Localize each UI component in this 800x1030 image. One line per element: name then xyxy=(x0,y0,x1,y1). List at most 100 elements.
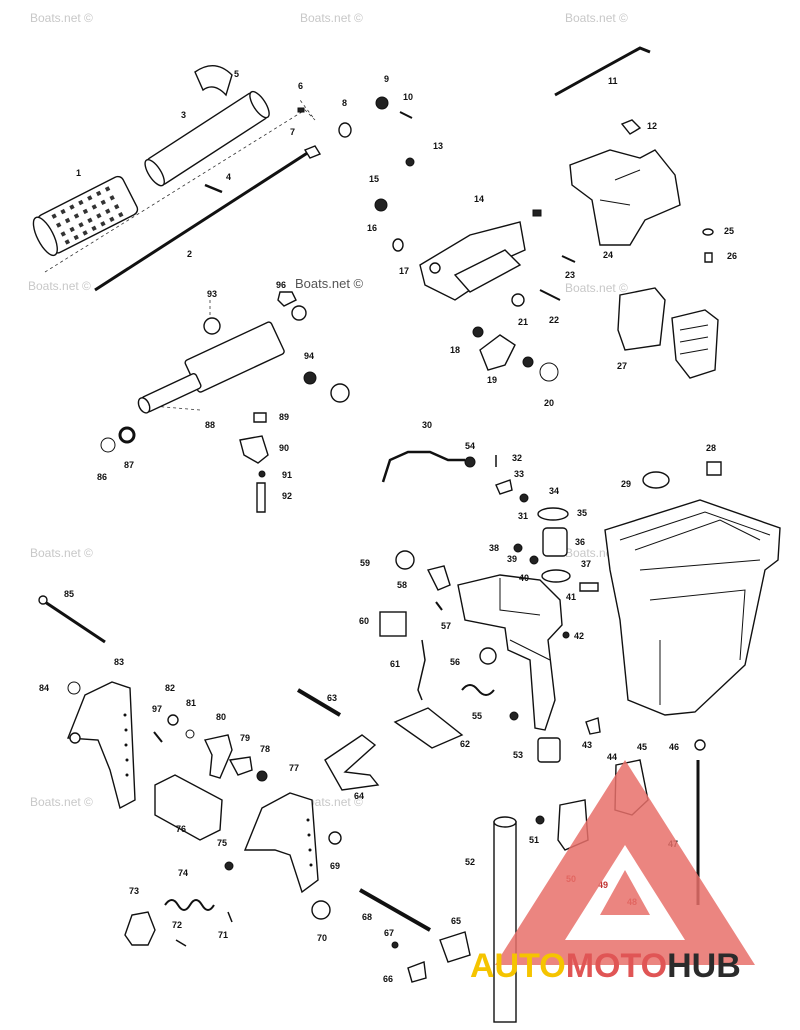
part-label: 36 xyxy=(575,537,585,547)
part-label: 94 xyxy=(304,351,314,361)
part-label: 88 xyxy=(205,420,215,430)
part-label: 70 xyxy=(317,933,327,943)
part-label: 34 xyxy=(549,486,559,496)
part-label: 26 xyxy=(727,251,737,261)
part-label: 67 xyxy=(384,928,394,938)
part-label: 33 xyxy=(514,469,524,479)
part-label: 8 xyxy=(342,98,347,108)
part-label: 24 xyxy=(603,250,613,260)
part-label: 93 xyxy=(207,289,217,299)
part-label: 69 xyxy=(330,861,340,871)
part-label: 84 xyxy=(39,683,49,693)
part-label: 13 xyxy=(433,141,443,151)
part-label: 15 xyxy=(369,174,379,184)
part-label: 11 xyxy=(608,76,618,86)
part-label: 49 xyxy=(598,880,608,890)
part-label: 62 xyxy=(460,739,470,749)
watermark-text: Boats.net © xyxy=(565,281,628,295)
part-label: 77 xyxy=(289,763,299,773)
part-label: 54 xyxy=(465,441,475,451)
part-label: 6 xyxy=(298,81,303,91)
part-label: 7 xyxy=(290,127,295,137)
part-label: 23 xyxy=(565,270,575,280)
part-label: 55 xyxy=(472,711,482,721)
part-label: 86 xyxy=(97,472,107,482)
part-label: 61 xyxy=(390,659,400,669)
part-label: 17 xyxy=(399,266,409,276)
part-label: 89 xyxy=(279,412,289,422)
part-label: 12 xyxy=(647,121,657,131)
part-label: 74 xyxy=(178,868,188,878)
part-label: 83 xyxy=(114,657,124,667)
part-label: 4 xyxy=(226,172,231,182)
part-label: 41 xyxy=(566,592,576,602)
part-label: 46 xyxy=(669,742,679,752)
part-label: 87 xyxy=(124,460,134,470)
watermark-text: Boats.net © xyxy=(295,276,364,291)
part-label: 63 xyxy=(327,693,337,703)
part-label: 66 xyxy=(383,974,393,984)
logo-text: AUTOMOTOHUB xyxy=(470,947,741,985)
swivel-bracket-assembly xyxy=(296,450,601,791)
part-label: 92 xyxy=(282,491,292,501)
logo-hub: HUB xyxy=(667,947,741,985)
part-label: 64 xyxy=(354,791,364,801)
part-label: 9 xyxy=(384,74,389,84)
part-label: 81 xyxy=(186,698,196,708)
part-label: 65 xyxy=(451,916,461,926)
part-label: 10 xyxy=(403,92,413,102)
part-label: 38 xyxy=(489,543,499,553)
part-label: 27 xyxy=(617,361,627,371)
part-label: 58 xyxy=(397,580,407,590)
part-label: 29 xyxy=(621,479,631,489)
watermark-text: Boats.net © xyxy=(30,795,93,809)
part-label: 20 xyxy=(544,398,554,408)
part-label: 42 xyxy=(574,631,584,641)
part-label: 32 xyxy=(512,453,522,463)
part-label: 85 xyxy=(64,589,74,599)
watermark-text: Boats.net © xyxy=(30,546,93,560)
part-label: 56 xyxy=(450,657,460,667)
watermark-text: Boats.net © xyxy=(30,11,93,25)
part-label: 96 xyxy=(276,280,286,290)
part-label: 18 xyxy=(450,345,460,355)
logo-moto: MOTO xyxy=(566,947,667,985)
part-label: 71 xyxy=(218,930,228,940)
part-label: 31 xyxy=(518,511,528,521)
part-label: 75 xyxy=(217,838,227,848)
watermark-text: Boats.net © xyxy=(300,11,363,25)
part-label: 22 xyxy=(549,315,559,325)
part-label: 57 xyxy=(441,621,451,631)
part-label: 78 xyxy=(260,744,270,754)
part-label: 14 xyxy=(474,194,484,204)
part-label: 59 xyxy=(360,558,370,568)
part-label: 68 xyxy=(362,912,372,922)
part-label: 90 xyxy=(279,443,289,453)
part-label: 97 xyxy=(152,704,162,714)
cylinder-assembly xyxy=(100,291,350,513)
part-label: 21 xyxy=(518,317,528,327)
watermark-text: Boats.net © xyxy=(300,795,363,809)
part-label: 40 xyxy=(519,573,529,583)
part-label: 1 xyxy=(76,168,81,178)
logo-auto: AUTO xyxy=(470,947,566,985)
part-label: 51 xyxy=(529,835,539,845)
tiller-grip-assembly xyxy=(32,65,413,292)
part-label: 53 xyxy=(513,750,523,760)
part-label: 25 xyxy=(724,226,734,236)
throttle-bracket-assembly xyxy=(374,46,719,382)
part-label: 37 xyxy=(581,559,591,569)
part-label: 60 xyxy=(359,616,369,626)
part-label: 3 xyxy=(181,110,186,120)
part-label: 19 xyxy=(487,375,497,385)
part-label: 80 xyxy=(216,712,226,722)
part-label: 28 xyxy=(706,443,716,453)
automotohub-logo: AUTOMOTOHUB xyxy=(470,760,755,985)
watermark-text: Boats.net © xyxy=(565,11,628,25)
part-label: 76 xyxy=(176,824,186,834)
part-label: 45 xyxy=(637,742,647,752)
part-label: 91 xyxy=(282,470,292,480)
part-label: 30 xyxy=(422,420,432,430)
part-label: 72 xyxy=(172,920,182,930)
